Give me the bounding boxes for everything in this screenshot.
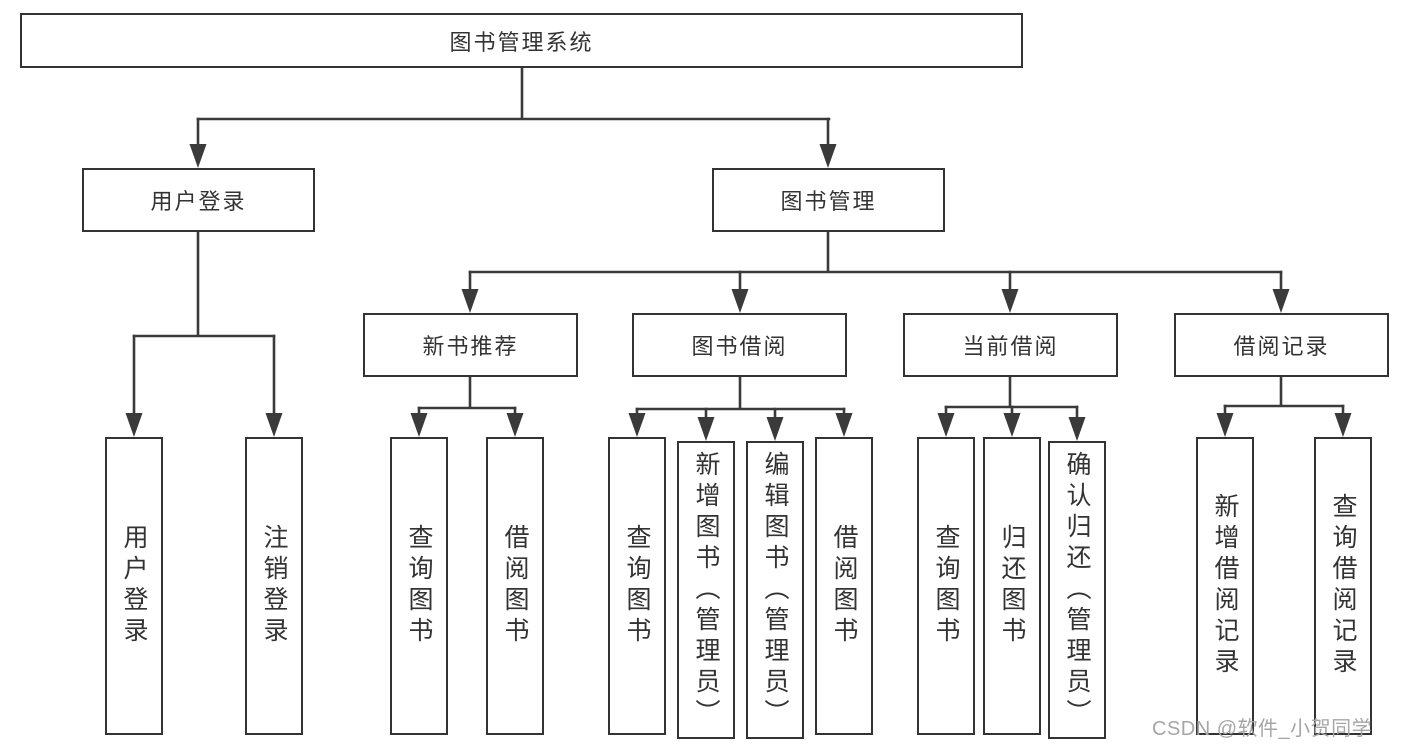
node-book-borrow: 图书借阅 (632, 313, 847, 377)
node-book-management: 图书管理 (712, 168, 945, 232)
leaf-current-confirm-admin: 确认归还（管理员） (1048, 441, 1106, 739)
leaf-records-query: 查询借阅记录 (1314, 437, 1372, 735)
leaf-borrow-book: 借阅图书 (815, 437, 873, 735)
leaf-newbook-borrow: 借阅图书 (486, 437, 544, 735)
node-borrow-records: 借阅记录 (1174, 313, 1389, 377)
leaf-newbook-query: 查询图书 (390, 437, 448, 735)
node-new-book-recommend: 新书推荐 (363, 313, 578, 377)
node-root: 图书管理系统 (20, 13, 1023, 68)
csdn-watermark: CSDN @软件_小贺同学 (1152, 718, 1373, 740)
node-current-borrow: 当前借阅 (903, 313, 1118, 377)
leaf-current-query: 查询图书 (917, 437, 975, 735)
node-user-login: 用户登录 (82, 168, 315, 232)
leaf-current-return: 归还图书 (983, 437, 1041, 735)
leaf-borrow-edit-admin: 编辑图书（管理员） (746, 441, 804, 739)
leaf-user-login: 用户登录 (105, 437, 163, 735)
leaf-logout: 注销登录 (245, 437, 303, 735)
leaf-records-add: 新增借阅记录 (1196, 437, 1254, 735)
leaf-borrow-add-admin: 新增图书（管理员） (677, 441, 735, 739)
leaf-borrow-query: 查询图书 (608, 437, 666, 735)
